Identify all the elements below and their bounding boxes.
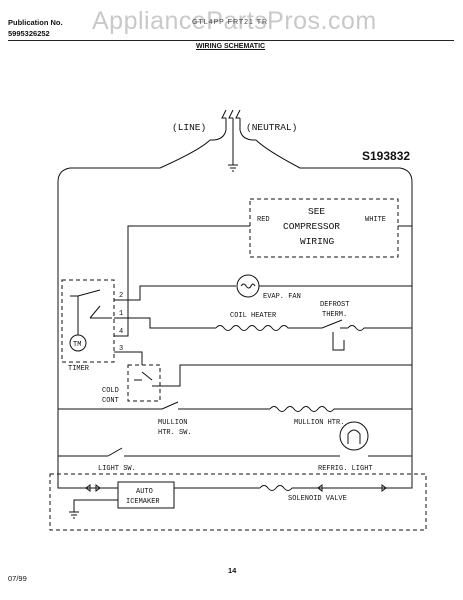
timer-motor-label: TM (73, 341, 81, 349)
compressor-text: COMPRESSOR (283, 221, 340, 232)
terminal-1: 1 (119, 310, 123, 318)
terminal-2: 2 (119, 292, 123, 300)
defrost-therm-label-2: THERM. (322, 311, 347, 319)
footer-date: 07/99 (8, 574, 27, 583)
solenoid-valve-label: SOLENOID VALVE (288, 495, 347, 503)
power-plug-icon (210, 109, 256, 165)
white-label: WHITE (365, 216, 386, 224)
part-number: S193832 (362, 149, 410, 163)
model-text: GTL4PP FRT21 TR (192, 19, 269, 26)
compressor-see: SEE (308, 206, 325, 217)
defrost-therm-switch (312, 319, 348, 329)
neutral-label: (NEUTRAL) (246, 122, 297, 133)
mullion-sw-label-1: MULLION (158, 419, 187, 427)
icemaker-harness-box (49, 473, 427, 531)
refrig-light-label: REFRIG. LIGHT (318, 465, 373, 473)
evap-fan-motor (236, 274, 260, 298)
cold-cont-label-2: CONT (102, 397, 119, 405)
cold-control-box (127, 364, 161, 402)
auto-icemaker-label-2: ICEMAKER (126, 498, 160, 506)
compressor-box (249, 198, 399, 258)
evap-fan-label: EVAP. FAN (263, 293, 301, 301)
light-switch (107, 447, 340, 457)
ground-icon (228, 164, 238, 172)
timer-label: TIMER (68, 365, 90, 373)
mullion-htr-switch (161, 401, 270, 410)
mullion-sw-label-2: HTR. SW. (158, 429, 192, 437)
compressor-wiring: WIRING (300, 236, 335, 247)
coil-heater-label: COIL HEATER (230, 312, 277, 320)
schematic-title: WIRING SCHEMATIC (196, 43, 266, 50)
page-number: 14 (228, 566, 237, 575)
ground-icon (69, 511, 79, 519)
terminal-3: 3 (119, 345, 123, 353)
mullion-htr-label: MULLION HTR. (294, 419, 344, 427)
header-rule (8, 40, 454, 41)
coil-heater (215, 325, 312, 331)
solenoid-valve-coil (259, 485, 300, 491)
auto-icemaker-label-1: AUTO (136, 488, 153, 496)
red-label: RED (257, 216, 270, 224)
refrig-light-bulb (339, 421, 369, 451)
mullion-heater (269, 406, 412, 412)
cold-cont-label-1: COLD (102, 387, 119, 395)
publication-number: 5995326252 (8, 29, 50, 38)
auto-icemaker (117, 481, 175, 509)
line-label: (LINE) (172, 122, 206, 133)
light-sw-label: LIGHT SW. (98, 465, 136, 473)
timer-box (61, 279, 115, 363)
publication-label: Publication No. (8, 18, 63, 27)
terminal-4: 4 (119, 328, 123, 336)
watermark: AppliancePartsPros.com (92, 7, 377, 35)
defrost-therm-label-1: DEFROST (320, 301, 349, 309)
